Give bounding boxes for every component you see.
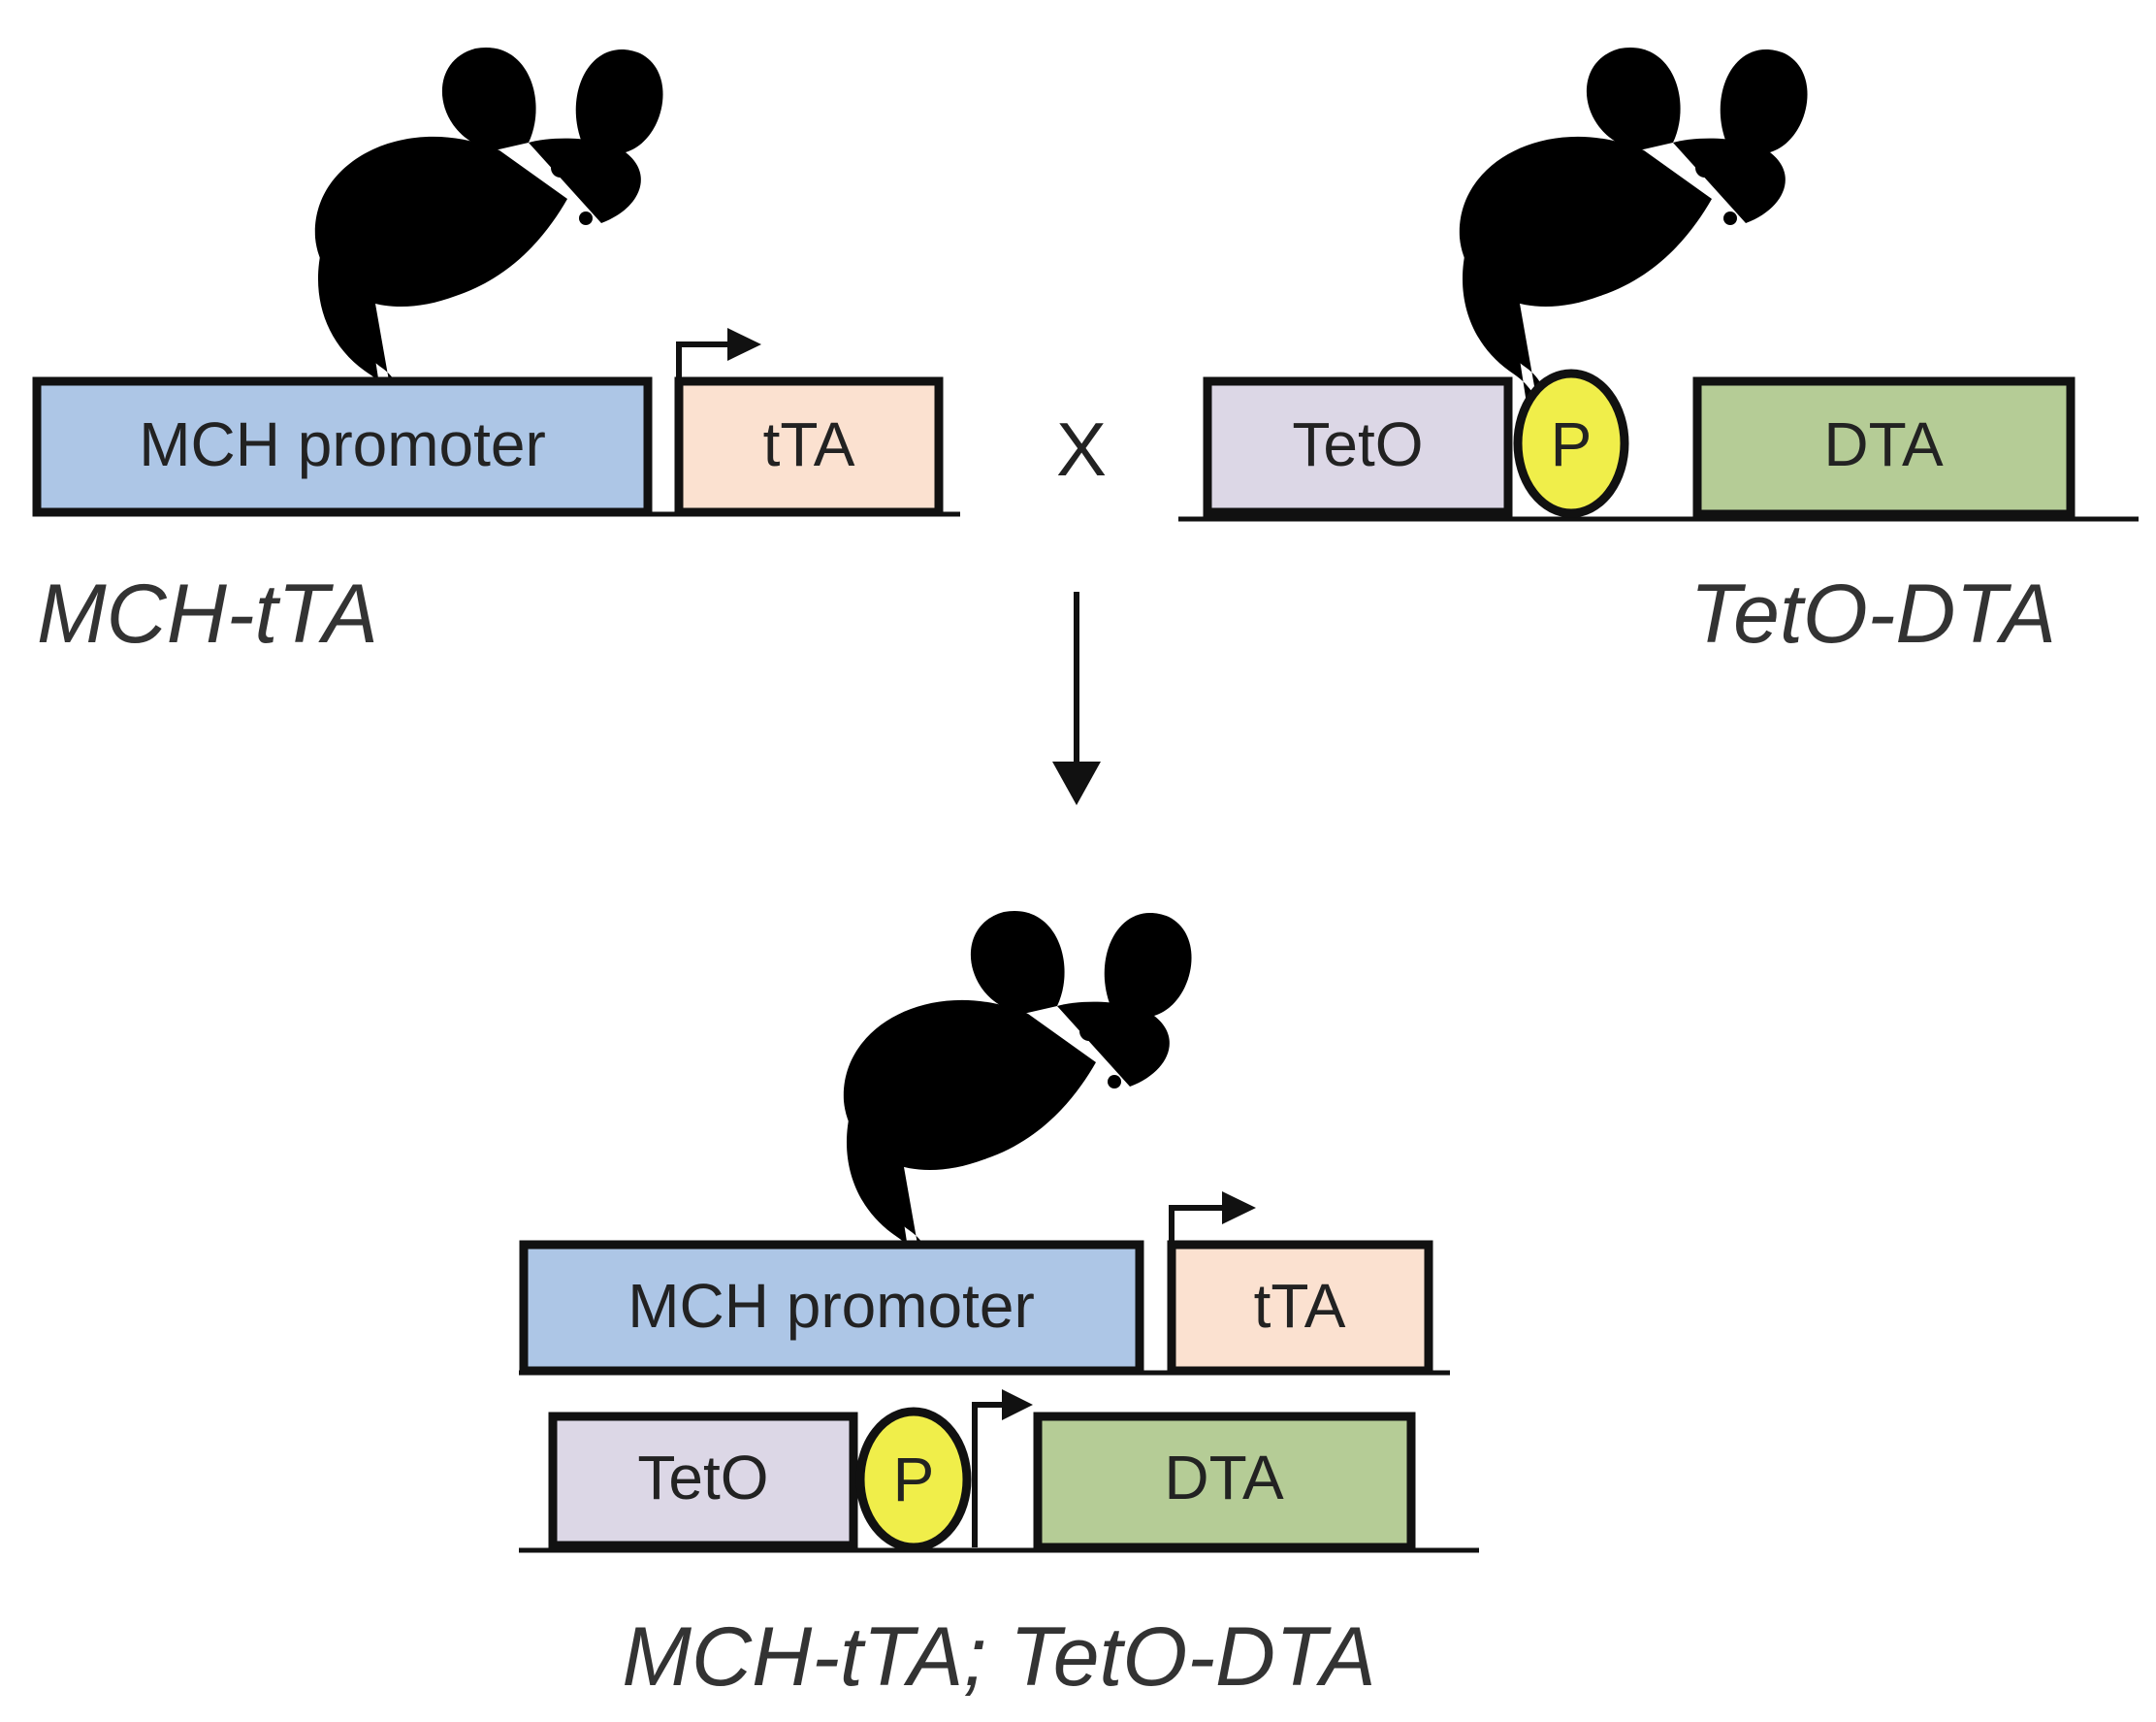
tta-label: tTA <box>1254 1271 1346 1341</box>
genotype-label: MCH-tTA; TetO-DTA <box>622 1610 1375 1704</box>
transcription-arrow-icon <box>676 328 761 509</box>
teto-label: TetO <box>1292 409 1423 479</box>
teto-box <box>548 1412 858 1550</box>
promoter-p-circle <box>855 1407 972 1552</box>
mch-promoter-box <box>32 376 653 517</box>
dta-box <box>1033 1412 1416 1552</box>
tta-label: tTA <box>763 409 855 479</box>
p-label: P <box>1551 409 1593 479</box>
mch-promoter-box <box>519 1240 1144 1376</box>
cross-symbol: X <box>1056 406 1107 492</box>
down-arrow-icon <box>1052 592 1101 805</box>
mch-promoter-label: MCH promoter <box>139 409 546 479</box>
teto-box <box>1203 376 1513 517</box>
dta-label: DTA <box>1823 409 1944 479</box>
mch-promoter-label: MCH promoter <box>627 1271 1035 1341</box>
transcription-arrow-icon <box>1169 1191 1256 1368</box>
genotype-label: MCH-tTA <box>37 568 378 661</box>
promoter-p-circle <box>1513 369 1629 518</box>
transcription-arrow-icon <box>972 1389 1033 1547</box>
p-label: P <box>893 1445 935 1514</box>
dta-box <box>1692 376 2076 519</box>
teto-label: TetO <box>637 1443 768 1512</box>
dta-label: DTA <box>1164 1443 1284 1512</box>
tta-box <box>1167 1240 1433 1376</box>
genotype-label: TetO-DTA <box>1689 568 2056 661</box>
